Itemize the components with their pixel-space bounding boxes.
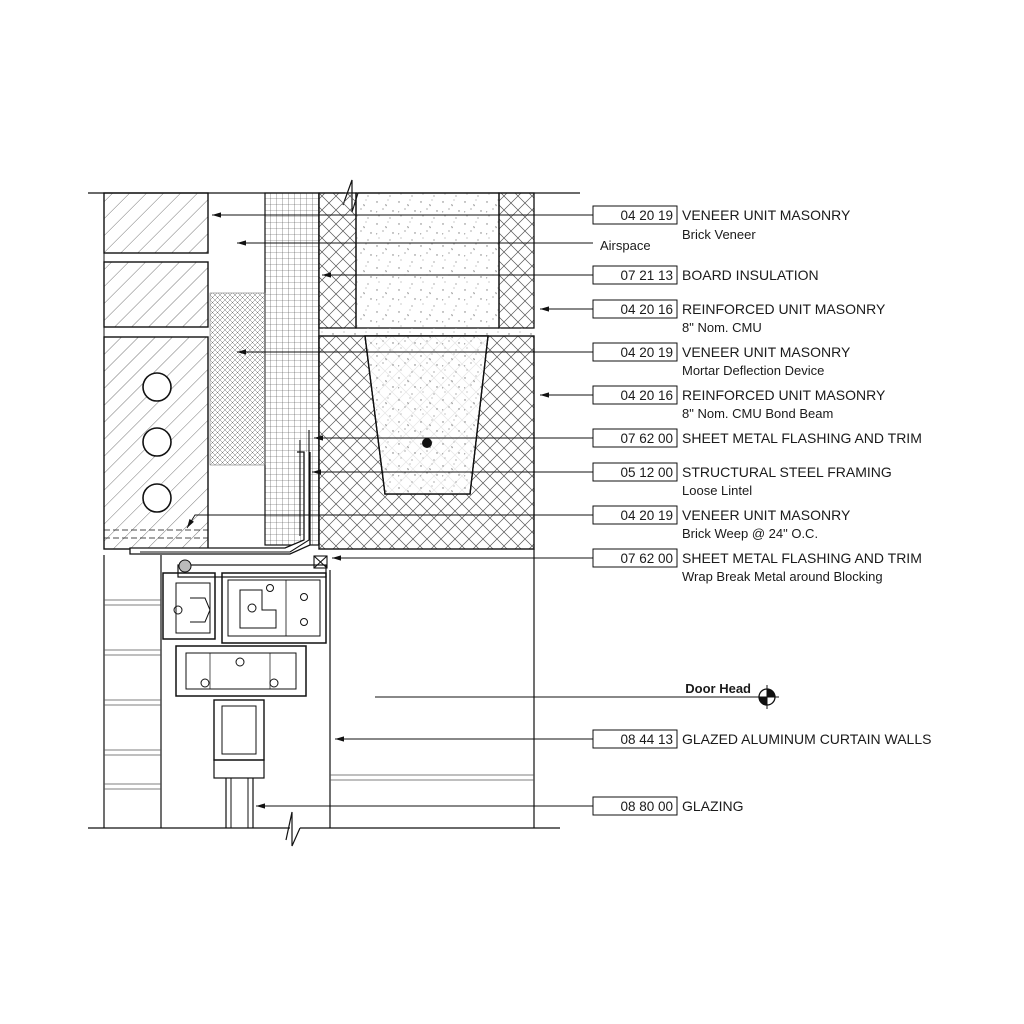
leader-arrowhead xyxy=(237,349,246,355)
callout-4: 04 20 19 VENEER UNIT MASONRY Mortar Defl… xyxy=(592,342,851,378)
callout-title: GLAZING xyxy=(682,798,743,814)
callout-title: GLAZED ALUMINUM CURTAIN WALLS xyxy=(682,731,931,747)
airspace-label: Airspace xyxy=(600,238,651,253)
callout-subtitle: 8" Nom. CMU Bond Beam xyxy=(682,406,833,421)
callout-code: 07 21 13 xyxy=(620,268,673,283)
leader-arrowhead xyxy=(256,803,265,809)
leader-arrowhead xyxy=(312,469,321,475)
cmu-wall xyxy=(318,192,535,550)
callout-code: 04 20 16 xyxy=(620,302,673,317)
callout-title: VENEER UNIT MASONRY xyxy=(682,507,851,523)
leader-lines xyxy=(186,214,756,807)
rebar xyxy=(422,438,432,448)
callout-subtitle: Mortar Deflection Device xyxy=(682,363,824,378)
callout-title: REINFORCED UNIT MASONRY xyxy=(682,301,886,317)
callout-title: BOARD INSULATION xyxy=(682,267,819,283)
callout-3: 04 20 16 REINFORCED UNIT MASONRY 8" Nom.… xyxy=(592,299,886,335)
callout-title: VENEER UNIT MASONRY xyxy=(682,207,851,223)
callout-5: 04 20 16 REINFORCED UNIT MASONRY 8" Nom.… xyxy=(592,385,886,421)
loose-lintel xyxy=(129,451,311,555)
callout-subtitle: Wrap Break Metal around Blocking xyxy=(682,569,883,584)
callout-labels: 04 20 19 VENEER UNIT MASONRY Brick Venee… xyxy=(592,205,931,816)
callout-subtitle: 8" Nom. CMU xyxy=(682,320,762,335)
callout-9: 07 62 00 SHEET METAL FLASHING AND TRIM W… xyxy=(592,548,922,584)
callout-title: REINFORCED UNIT MASONRY xyxy=(682,387,886,403)
brick-core-hole xyxy=(142,483,172,513)
board-insulation xyxy=(264,192,320,546)
callout-code: 08 80 00 xyxy=(620,799,673,814)
mortar-deflection-device xyxy=(209,292,266,466)
callout-11: 08 80 00 GLAZING xyxy=(592,796,743,816)
leader-arrowhead xyxy=(237,240,246,246)
callout-subtitle: Brick Veneer xyxy=(682,227,756,242)
leader-arrowhead xyxy=(540,392,549,398)
leader-arrowheads xyxy=(187,212,549,809)
leader-arrowhead xyxy=(332,555,341,561)
callout-subtitle: Brick Weep @ 24" O.C. xyxy=(682,526,818,541)
brick-core-hole xyxy=(142,427,172,457)
callout-7: 05 12 00 STRUCTURAL STEEL FRAMING Loose … xyxy=(592,462,892,498)
leader-arrowhead xyxy=(322,272,331,278)
brick-core-hole xyxy=(142,372,172,402)
callout-code: 04 20 16 xyxy=(620,388,673,403)
callout-10: 08 44 13 GLAZED ALUMINUM CURTAIN WALLS xyxy=(592,729,931,749)
door-head-label: Door Head xyxy=(685,681,751,696)
callout-code: 07 62 00 xyxy=(620,431,673,446)
callout-subtitle: Loose Lintel xyxy=(682,483,752,498)
leader-arrowhead xyxy=(335,736,344,742)
callout-code: 08 44 13 xyxy=(620,732,673,747)
curtain-wall-head xyxy=(162,559,327,828)
callout-code: 04 20 19 xyxy=(620,508,673,523)
leader-arrowhead xyxy=(314,435,323,441)
callout-2: 07 21 13 BOARD INSULATION xyxy=(592,265,819,285)
callout-title: SHEET METAL FLASHING AND TRIM xyxy=(682,550,922,566)
leader-arrowhead xyxy=(540,306,549,312)
callout-6: 07 62 00 SHEET METAL FLASHING AND TRIM xyxy=(592,428,922,448)
callout-code: 04 20 19 xyxy=(620,208,673,223)
callout-8: 04 20 19 VENEER UNIT MASONRY Brick Weep … xyxy=(592,505,851,541)
callout-1: 04 20 19 VENEER UNIT MASONRY Brick Venee… xyxy=(592,205,851,242)
callout-title: SHEET METAL FLASHING AND TRIM xyxy=(682,430,922,446)
callout-title: STRUCTURAL STEEL FRAMING xyxy=(682,464,892,480)
callout-code: 05 12 00 xyxy=(620,465,673,480)
callout-code: 07 62 00 xyxy=(620,551,673,566)
leader-arrowhead xyxy=(212,212,221,218)
brick-veneer xyxy=(103,192,209,550)
callout-title: VENEER UNIT MASONRY xyxy=(682,344,851,360)
door-head-datum-symbol xyxy=(755,685,779,709)
leader-arrowhead xyxy=(187,518,194,528)
door-framing xyxy=(103,549,535,828)
callout-code: 04 20 19 xyxy=(620,345,673,360)
